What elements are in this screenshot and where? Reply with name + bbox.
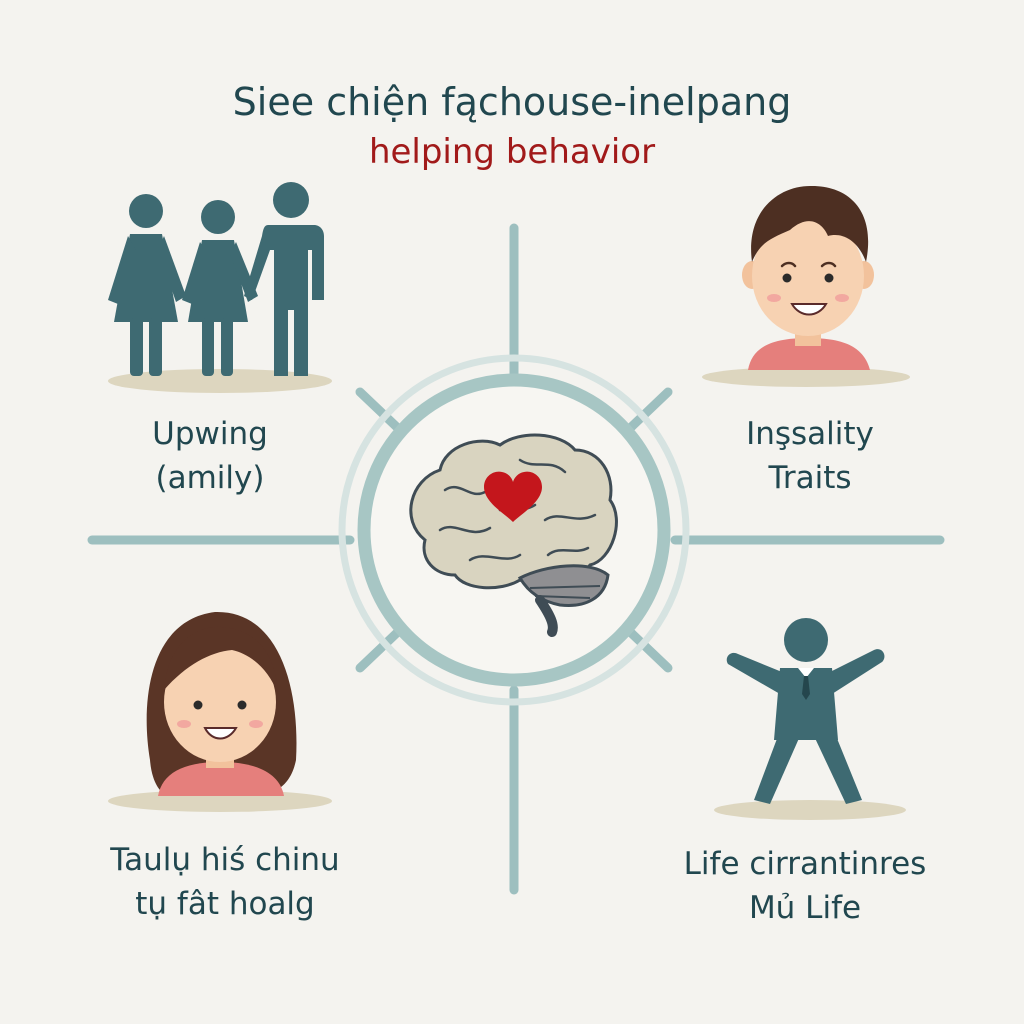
diagonal-tick-top-left bbox=[355, 387, 407, 437]
businessman-icon bbox=[714, 618, 906, 820]
heart-icon bbox=[484, 471, 542, 522]
label-line: (amily) bbox=[155, 460, 265, 496]
crosshair bbox=[87, 223, 945, 895]
label-line: Traits bbox=[768, 460, 852, 496]
quadrant-label-top-right: Inşsality Traits bbox=[690, 412, 930, 500]
outer-ring bbox=[338, 354, 690, 706]
brain-heart-icon bbox=[409, 433, 618, 637]
girl-face-icon bbox=[108, 611, 332, 812]
label-line: Mủ Life bbox=[748, 890, 862, 926]
boy-face-icon bbox=[702, 185, 910, 387]
ground-shadow bbox=[702, 367, 910, 387]
label-line: Upwing bbox=[152, 416, 268, 452]
diagram-subtitle: helping behavior bbox=[368, 132, 656, 172]
diagonal-tick-bottom-right bbox=[621, 623, 673, 673]
label-line: Inşsality bbox=[746, 416, 874, 452]
quadrant-label-bottom-left: Taulụ hiś chinu tụ fât hoalg bbox=[60, 838, 390, 926]
diagonal-tick-bottom-left bbox=[355, 623, 407, 673]
label-line: tụ fât hoalg bbox=[135, 886, 315, 922]
label-line: Life cirrantinres bbox=[683, 846, 927, 882]
ground-shadow bbox=[714, 800, 906, 820]
quadrant-label-bottom-right: Life cirrantinres Mủ Life bbox=[640, 842, 970, 930]
diagonal-tick-top-right bbox=[621, 387, 673, 437]
diagram-title: Siee chiện fąchouse-inelpang bbox=[232, 80, 792, 124]
label-line: Taulụ hiś chinu bbox=[110, 842, 340, 878]
quadrant-label-top-left: Upwing (amily) bbox=[90, 412, 330, 500]
family-icon bbox=[108, 182, 332, 393]
